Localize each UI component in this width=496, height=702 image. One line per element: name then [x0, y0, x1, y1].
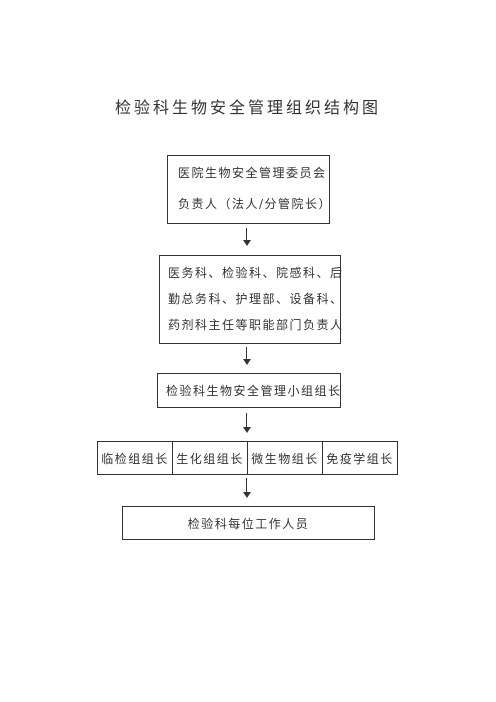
committee-box: 医院生物安全管理委员会 负责人（法人/分管院长）	[167, 155, 333, 224]
arrow-down-icon	[243, 228, 251, 246]
arrow-down-icon	[243, 413, 251, 433]
team-leader-box: 检验科生物安全管理小组组长	[157, 373, 341, 408]
arrow-down-icon	[243, 478, 251, 498]
departments-line-3: 药剂科主任等职能部门负责人	[168, 318, 344, 332]
arrow-down-icon	[243, 347, 251, 365]
staff-box: 检验科每位工作人员	[122, 506, 375, 540]
departments-line-1: 医务科、检验科、院感科、后	[168, 266, 344, 280]
departments-box: 医务科、检验科、院感科、后 勤总务科、护理部、设备科、 药剂科主任等职能部门负责…	[159, 255, 344, 344]
departments-line-2: 勤总务科、护理部、设备科、	[168, 292, 344, 306]
group-leader-microbiology: 微生物组长	[248, 442, 323, 474]
group-leaders-row: 临检组组长 生化组组长 微生物组长 免疫学组长	[97, 441, 398, 475]
diagram-title: 检验科生物安全管理组织结构图	[114, 98, 381, 117]
group-leader-biochemistry: 生化组组长	[173, 442, 248, 474]
committee-name: 医院生物安全管理委员会	[178, 166, 327, 180]
committee-leader: 负责人（法人/分管院长）	[178, 197, 333, 211]
group-leader-immunology: 免疫学组长	[326, 452, 394, 466]
group-leader-clinical: 临检组组长	[98, 442, 173, 474]
